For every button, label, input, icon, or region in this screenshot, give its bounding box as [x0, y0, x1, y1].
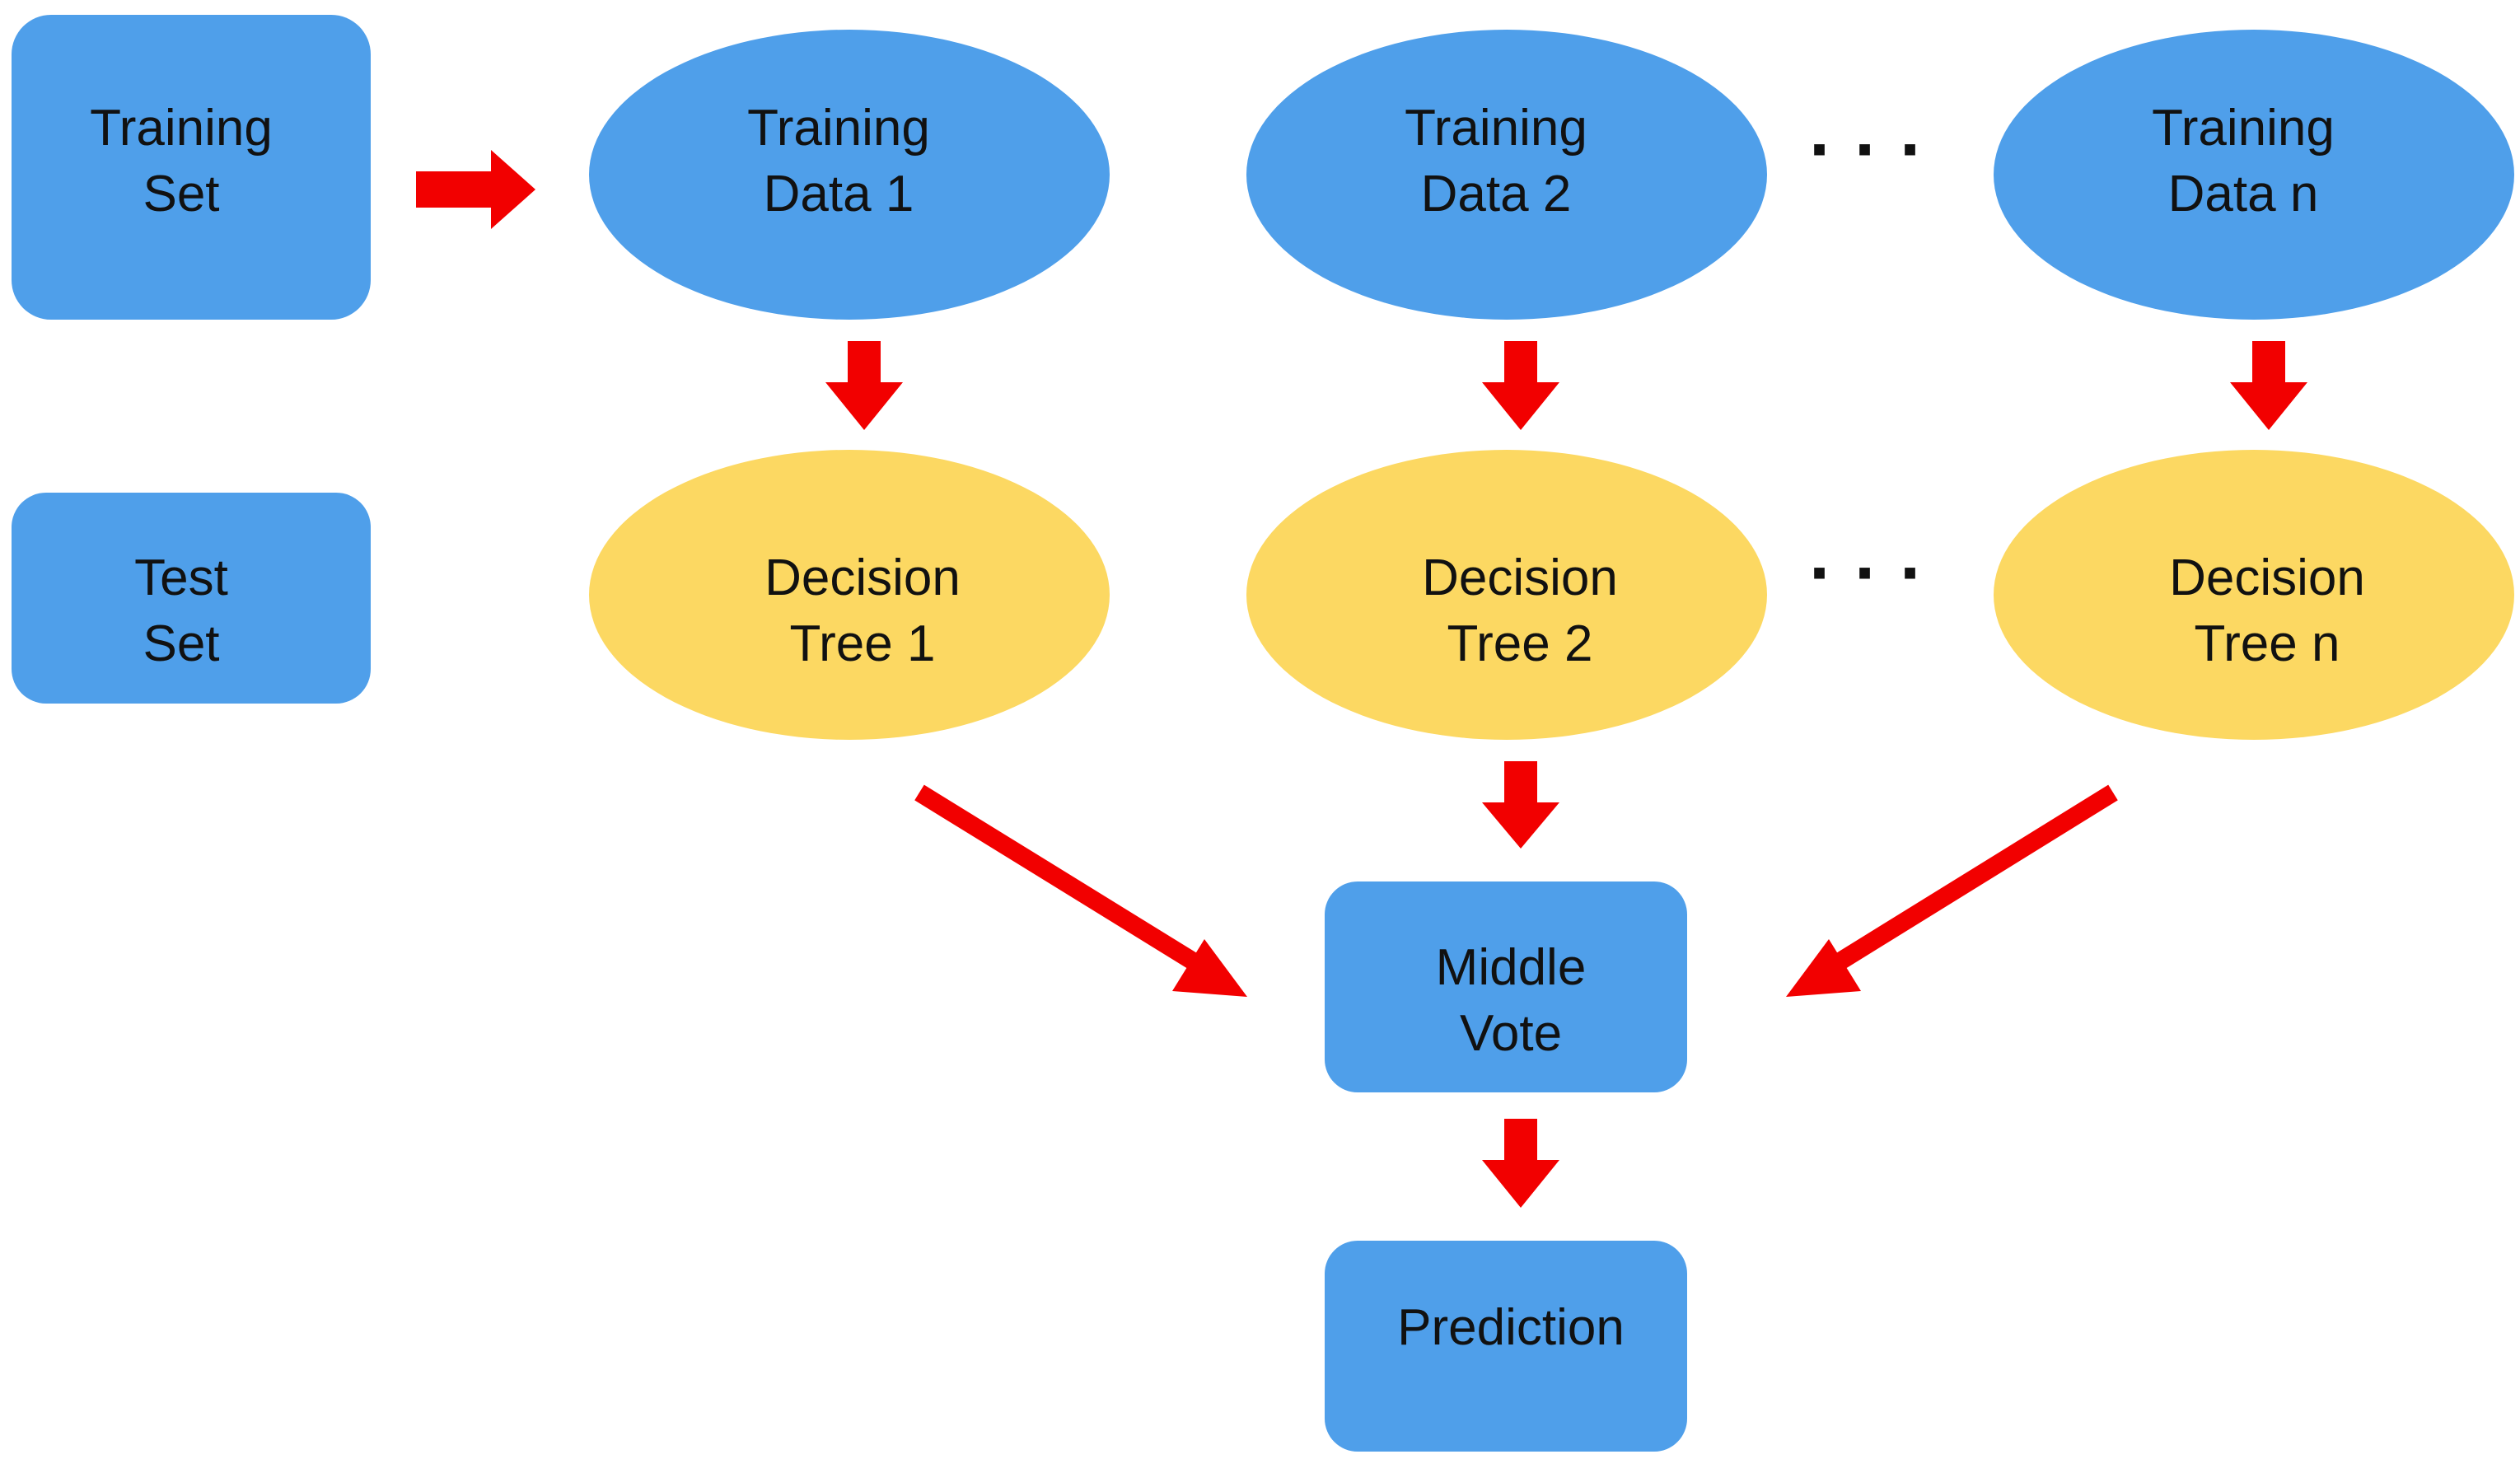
- training-data-n-label-line1: Training: [2152, 100, 2335, 157]
- arrow-data-2-to-tree-2: [1482, 341, 1559, 430]
- arrow-tree-1-to-vote: [914, 784, 1247, 997]
- prediction-label: Prediction: [1397, 1299, 1625, 1356]
- prediction-box: Prediction: [1325, 1241, 1687, 1452]
- decision-tree-1-label-line1: Decision: [764, 549, 961, 606]
- training-set-label-line2: Set: [143, 166, 219, 222]
- test-set-label-line2: Set: [143, 615, 219, 672]
- training-set-box: Training Set: [12, 15, 371, 320]
- decision-tree-n-label-line1: Decision: [2169, 549, 2365, 606]
- decision-tree-2-node: Decision Tree 2: [1246, 450, 1767, 740]
- training-data-2-label-line2: Data 2: [1421, 166, 1572, 222]
- middle-vote-box: Middle Vote: [1325, 881, 1687, 1092]
- decision-tree-1-node: Decision Tree 1: [589, 450, 1110, 740]
- decision-tree-n-label-line2: Tree n: [2195, 615, 2340, 672]
- arrow-tree-2-to-vote: [1482, 761, 1559, 849]
- training-data-n-node: Training Data n: [1994, 30, 2514, 320]
- training-data-1-label-line2: Data 1: [764, 166, 914, 222]
- middle-vote-label-line1: Middle: [1436, 939, 1587, 996]
- decision-tree-n-node: Decision Tree n: [1994, 450, 2514, 740]
- arrow-tree-n-to-vote: [1786, 784, 2118, 997]
- training-data-2-node: Training Data 2: [1246, 30, 1767, 320]
- training-set-label-line1: Training: [90, 100, 273, 157]
- ellipsis-top: · · ·: [1809, 109, 1924, 191]
- training-data-1-label-line1: Training: [747, 100, 930, 157]
- test-set-box: Test Set: [12, 493, 371, 704]
- training-data-n-label-line2: Data n: [2168, 166, 2319, 222]
- arrow-data-1-to-tree-1: [825, 341, 903, 430]
- decision-tree-2-label-line1: Decision: [1422, 549, 1618, 606]
- test-set-label-line1: Test: [134, 549, 228, 606]
- training-data-1-node: Training Data 1: [589, 30, 1110, 320]
- middle-vote-label-line2: Vote: [1460, 1005, 1562, 1062]
- arrow-data-n-to-tree-n: [2230, 341, 2307, 430]
- arrow-vote-to-prediction: [1482, 1119, 1559, 1208]
- decision-tree-2-label-line2: Tree 2: [1447, 615, 1593, 672]
- ellipsis-middle: · · ·: [1809, 532, 1924, 615]
- arrow-training-set-to-data-1: [416, 150, 535, 229]
- training-data-2-label-line1: Training: [1405, 100, 1587, 157]
- decision-tree-1-label-line2: Tree 1: [790, 615, 936, 672]
